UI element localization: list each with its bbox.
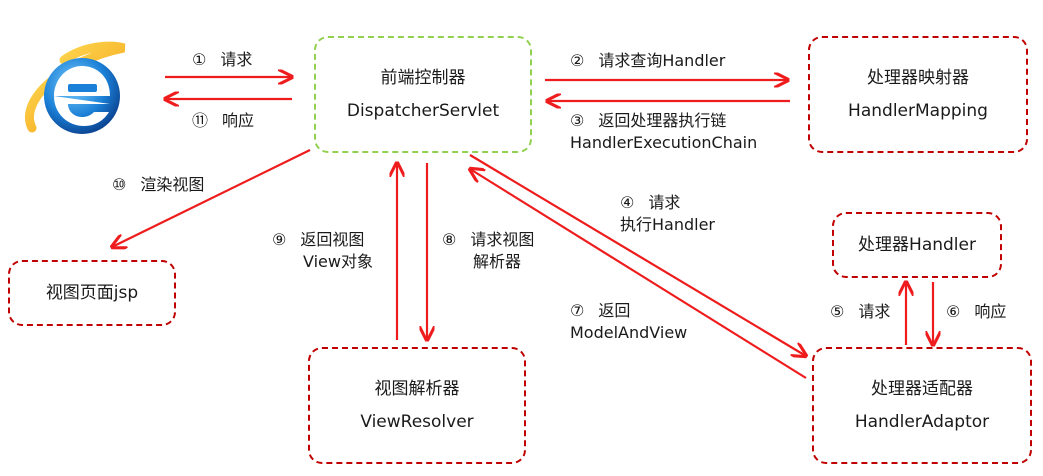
adaptor-name: HandlerAdaptor <box>854 411 990 432</box>
arrow-return-modelandview <box>470 169 807 379</box>
view-page-title: 视图页面jsp <box>45 282 139 303</box>
handler-mapping-box: 处理器映射器 HandlerMapping <box>808 36 1028 153</box>
dispatcher-title: 前端控制器 <box>380 68 466 89</box>
mapping-name: HandlerMapping <box>848 100 988 121</box>
adaptor-title: 处理器适配器 <box>871 379 973 400</box>
resolver-name: ViewResolver <box>360 411 474 432</box>
arrow-render-view <box>112 149 311 247</box>
internet-explorer-logo-icon <box>25 41 126 134</box>
view-resolver-box: 视图解析器 ViewResolver <box>308 347 526 464</box>
handler-title: 处理器Handler <box>858 234 976 255</box>
dispatcher-name: DispatcherServlet <box>346 100 500 121</box>
resolver-title: 视图解析器 <box>374 379 460 400</box>
mapping-title: 处理器映射器 <box>867 68 969 89</box>
arrow-execute-handler <box>469 154 806 356</box>
view-page-box: 视图页面jsp <box>8 260 176 326</box>
dispatcher-servlet-box: 前端控制器 DispatcherServlet <box>314 36 532 153</box>
handler-box: 处理器Handler <box>832 212 1002 278</box>
handler-adaptor-box: 处理器适配器 HandlerAdaptor <box>812 347 1032 464</box>
